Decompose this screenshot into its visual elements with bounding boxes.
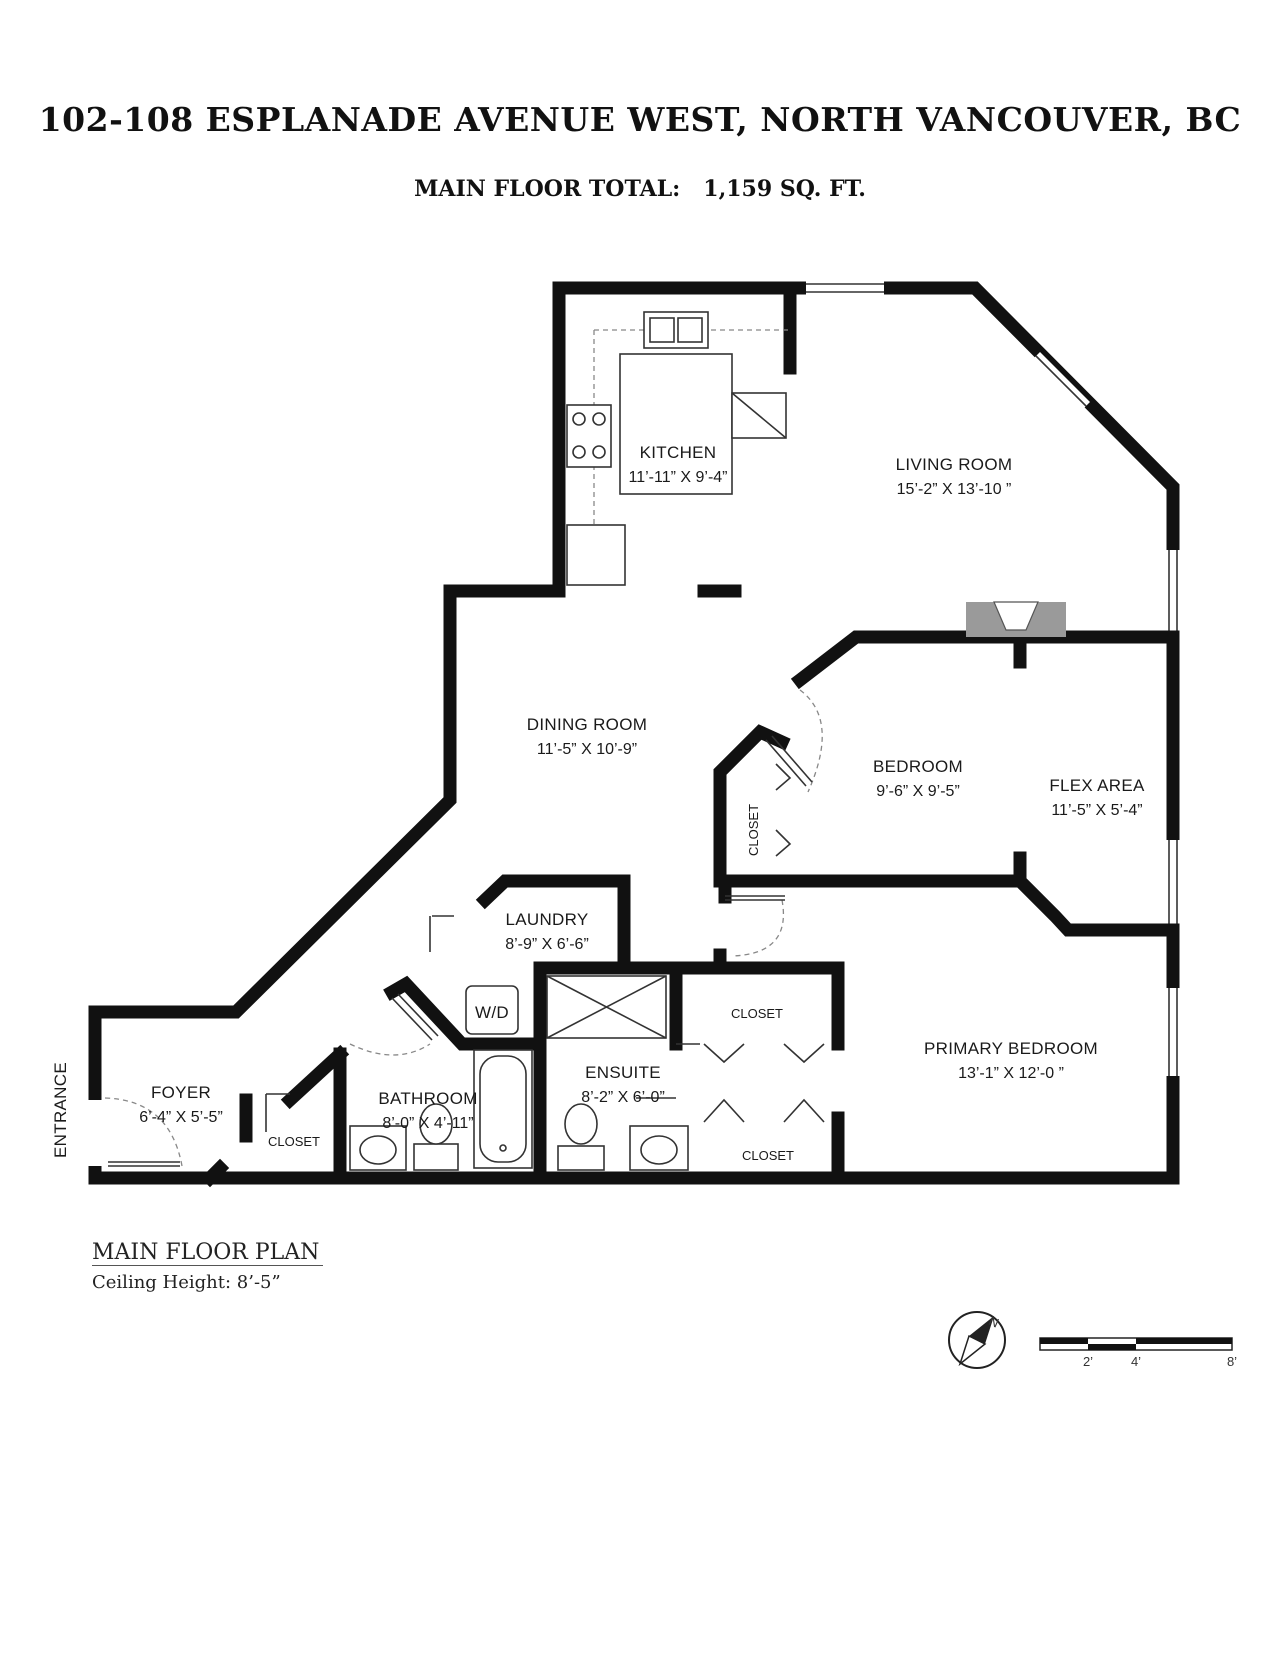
washer-dryer-label: W/D: [475, 1003, 509, 1022]
ceiling-height: Ceiling Height: 8’-5”: [92, 1272, 281, 1293]
ensuite-vanity: [629, 1125, 689, 1171]
bedroom-dims: 9’-6” X 9’-5”: [876, 783, 960, 800]
scale-tick-2: 2’: [1083, 1354, 1093, 1369]
bedroom-label: BEDROOM: [873, 757, 963, 776]
bedroom-top-wall: [790, 630, 1180, 690]
interior-walls: [200, 288, 1180, 1188]
scale-tick-4: 4’: [1131, 1354, 1141, 1369]
flex-area-dims: 11’-5” X 5’-4”: [1051, 802, 1142, 819]
washer-dryer: [465, 985, 519, 1035]
flex-area-label: FLEX AREA: [1049, 776, 1145, 795]
primary-bedroom-dims: 13’-1” X 12’-0 ”: [958, 1065, 1064, 1082]
closet-label-bedroom: CLOSET: [746, 804, 761, 856]
bathroom-label: BATHROOM: [378, 1089, 477, 1108]
dining-room-dims: 11’-5” X 10’-9”: [537, 741, 637, 758]
bedroom-closet-wall: [713, 724, 1180, 937]
foyer-label: FOYER: [151, 1083, 211, 1102]
living-room-dims: 15’-2” X 13’-10 ”: [897, 481, 1012, 498]
compass-icon: N: [948, 1311, 1006, 1369]
exterior-walls: [88, 281, 1180, 1185]
fireplace: [966, 601, 1066, 637]
bathroom-upper-wall: [280, 1044, 350, 1110]
ensuite-dims: 8’-2” X 6’-0”: [581, 1089, 665, 1106]
closet-label-foyer: CLOSET: [268, 1134, 320, 1149]
bath-vanity: [349, 1125, 407, 1171]
kitchen-island: [619, 353, 733, 495]
bathroom-door-swing: [349, 1043, 431, 1056]
floor-total-label: MAIN FLOOR TOTAL:: [414, 176, 681, 202]
floor-plan-address: 102-108 ESPLANADE AVENUE WEST, NORTH VAN…: [38, 100, 1242, 139]
stove: [566, 404, 612, 468]
bath-fixtures: [349, 975, 689, 1171]
kitchen-dims: 11’-11” X 9’-4”: [629, 469, 728, 486]
entrance-door-swing: [104, 1097, 183, 1167]
bath-toilet-tank: [413, 1143, 459, 1171]
bathroom-dims: 8’-0” X 4’-11”: [382, 1115, 473, 1132]
doors: [104, 689, 825, 1167]
laundry-lower-wall: [383, 975, 542, 1051]
plan-title: MAIN FLOOR PLAN: [92, 1240, 324, 1266]
bedroom-door-swing: [799, 689, 823, 793]
ensuite-wall: [533, 961, 845, 1051]
kitchen-label: KITCHEN: [640, 443, 717, 462]
living-room-label: LIVING ROOM: [896, 455, 1013, 474]
primary-bedroom-label: PRIMARY BEDROOM: [924, 1039, 1098, 1058]
floor-total-value: 1,159 SQ. FT.: [703, 176, 866, 202]
bathtub: [473, 1049, 533, 1169]
scale-tick-8: 8’: [1227, 1354, 1237, 1369]
room-labels: KITCHEN 11’-11” X 9’-4” LIVING ROOM 15’-…: [51, 443, 1145, 1163]
windows: [85, 278, 1183, 1166]
entrance-label: ENTRANCE: [51, 1062, 70, 1158]
foyer-closet-stub: [200, 1158, 230, 1188]
bath-toilet: [419, 1103, 453, 1145]
floor-total: MAIN FLOOR TOTAL: 1,159 SQ. FT.: [0, 176, 1280, 202]
ensuite-toilet-tank: [557, 1145, 605, 1171]
outer-wall: [88, 281, 1180, 1185]
laundry-wall: [475, 874, 631, 975]
kitchen-fixtures: [566, 311, 790, 586]
dishwasher: [566, 524, 626, 586]
primary-door-swing: [731, 899, 784, 957]
laundry-label: LAUNDRY: [505, 910, 588, 929]
dining-room-label: DINING ROOM: [527, 715, 647, 734]
foyer-dims: 6’-4” X 5’-5”: [139, 1109, 223, 1126]
closet-label-lower: CLOSET: [742, 1148, 794, 1163]
ensuite-label: ENSUITE: [585, 1063, 661, 1082]
closet-label-upper: CLOSET: [731, 1006, 783, 1021]
scale-bar: 2’ 4’ 8’: [1039, 1337, 1237, 1369]
laundry-dims: 8’-9” X 6’-6”: [505, 936, 589, 953]
ensuite-toilet: [564, 1103, 598, 1145]
